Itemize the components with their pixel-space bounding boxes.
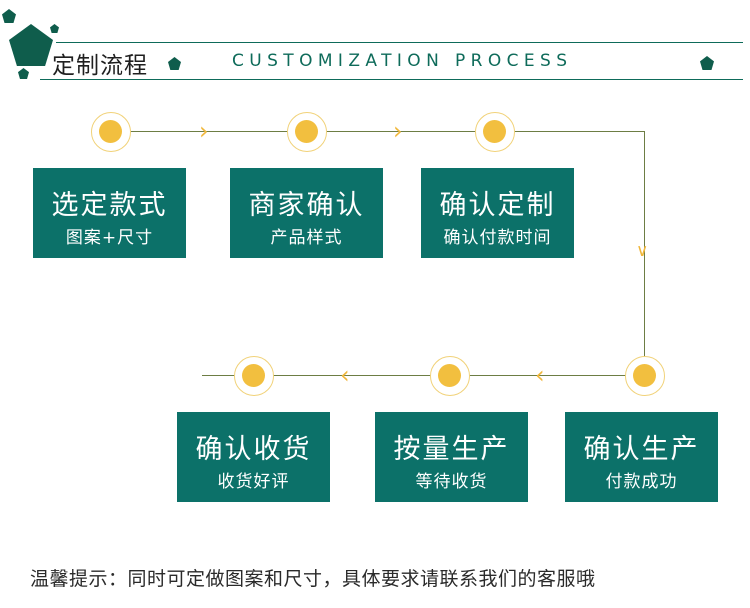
hexagon-small-bottom-icon <box>18 68 29 79</box>
step-subtitle: 产品样式 <box>270 228 343 248</box>
hexagon-small-icon <box>2 9 16 23</box>
step-title: 按量生产 <box>393 434 510 465</box>
hexagon-right-icon <box>700 56 714 70</box>
arrow-left-icon: ‹ <box>340 361 350 389</box>
arrow-right-icon: › <box>393 117 403 145</box>
step-title: 确认定制 <box>439 190 556 221</box>
hexagon-mid-icon <box>168 57 181 70</box>
step-marker-6 <box>234 356 274 396</box>
step-card-1: 选定款式 图案+尺寸 <box>33 168 186 258</box>
step-subtitle: 等待收货 <box>415 472 488 492</box>
step-subtitle: 确认付款时间 <box>443 228 552 248</box>
footer-note: 温馨提示：同时可定做图案和尺寸，具体要求请联系我们的客服哦 <box>30 568 596 590</box>
header-bottom-line <box>40 79 743 80</box>
step-marker-1 <box>91 112 131 152</box>
arrow-right-icon: › <box>199 117 209 145</box>
connector-vertical <box>644 131 645 375</box>
step-card-5: 按量生产 等待收货 <box>375 412 528 502</box>
step-marker-5 <box>430 356 470 396</box>
step-card-6: 确认收货 收货好评 <box>177 412 330 502</box>
step-marker-2 <box>287 112 327 152</box>
hexagon-large-icon <box>9 24 53 66</box>
step-title: 确认收货 <box>195 434 312 465</box>
page-subtitle-en: CUSTOMIZATION PROCESS <box>232 51 573 71</box>
step-subtitle: 付款成功 <box>605 472 678 492</box>
hexagon-tiny-icon <box>50 24 59 33</box>
step-card-3: 确认定制 确认付款时间 <box>421 168 574 258</box>
header-top-line <box>56 42 743 43</box>
step-subtitle: 图案+尺寸 <box>65 228 154 248</box>
step-title: 选定款式 <box>51 190 168 221</box>
step-title: 确认生产 <box>583 434 700 465</box>
step-subtitle: 收货好评 <box>217 472 290 492</box>
arrow-down-icon: ∨ <box>636 241 649 261</box>
step-marker-3 <box>475 112 515 152</box>
connector-row2 <box>202 375 645 376</box>
connector-row1 <box>110 131 645 132</box>
step-card-4: 确认生产 付款成功 <box>565 412 718 502</box>
arrow-left-icon: ‹ <box>535 361 545 389</box>
page-title: 定制流程 <box>52 53 148 79</box>
step-card-2: 商家确认 产品样式 <box>230 168 383 258</box>
step-marker-4 <box>625 356 665 396</box>
step-title: 商家确认 <box>248 190 365 221</box>
